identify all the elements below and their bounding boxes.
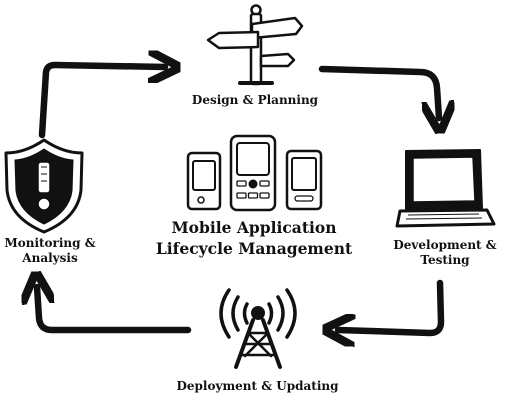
arrow-monitoring-to-design	[38, 65, 165, 139]
development-testing-label: Development & Testing	[390, 238, 500, 268]
title-line-1: Mobile Application	[171, 218, 337, 237]
design-planning-label: Design & Planning	[180, 93, 330, 108]
mobile-phones-icon	[186, 134, 323, 212]
arrow-deployment-to-monitoring	[37, 287, 192, 334]
development-label-line-2: Testing	[420, 253, 470, 267]
monitoring-label-line-2: Analysis	[22, 251, 78, 265]
deployment-updating-label: Deployment & Updating	[170, 379, 345, 394]
deployment-label-line-1: Deployment & Updating	[176, 379, 339, 393]
monitoring-analysis-label: Monitoring & Analysis	[0, 236, 100, 266]
arrow-design-to-development	[318, 65, 439, 118]
development-label-line-1: Development &	[393, 238, 497, 252]
diagram-title: Mobile Application Lifecycle Management	[131, 217, 377, 259]
antenna-tower-icon	[219, 288, 297, 369]
shield-alert-icon	[4, 138, 84, 234]
signpost-icon	[206, 4, 304, 86]
monitoring-label-line-1: Monitoring &	[4, 236, 96, 250]
laptop-icon	[395, 149, 496, 228]
design-label-line-1: Design & Planning	[191, 93, 319, 107]
title-line-2: Lifecycle Management	[155, 239, 353, 258]
arrow-development-to-deployment	[338, 279, 445, 333]
